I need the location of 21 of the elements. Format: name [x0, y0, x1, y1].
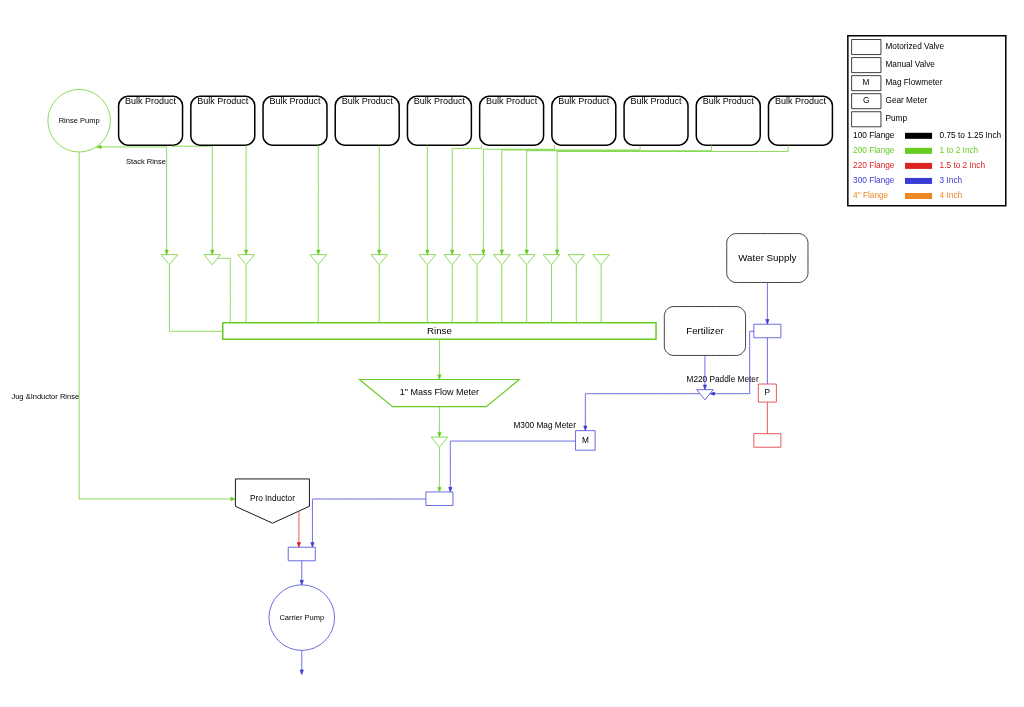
label: 3 Inch — [939, 176, 963, 186]
legend-label: Mag Flowmeter — [885, 78, 943, 88]
label: G — [862, 96, 870, 106]
legend-label: 100 Flange — [853, 130, 895, 140]
legend-label: Gear Meter — [885, 96, 928, 106]
legend-label: Motorized Valve — [885, 42, 945, 52]
legend-label: 4" Flange — [853, 191, 889, 201]
label: M — [862, 78, 870, 88]
edge-label: Jug &Inductor Rinse — [11, 392, 80, 402]
label: 1 to 2 Inch — [939, 145, 979, 155]
label: 4 Inch — [939, 191, 963, 201]
legend-label: 300 Flange — [853, 176, 895, 186]
edge-label: Stack Rinse — [125, 156, 166, 166]
label: 1.5 to 2 Inch — [939, 161, 986, 170]
node-label: M220 Paddle Meter — [686, 374, 759, 384]
legend-label: 200 Flange — [853, 145, 895, 155]
legend-label: 220 Flange — [853, 161, 895, 170]
label: 0.75 to 1.25 Inch — [939, 130, 1002, 140]
legend-label: Manual Valve — [885, 60, 935, 70]
legend-label: Pump — [885, 114, 908, 124]
node-label: M300 Mag Meter — [513, 421, 576, 431]
